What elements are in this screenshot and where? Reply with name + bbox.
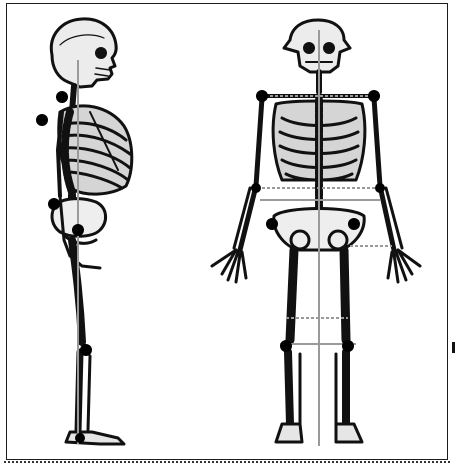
front-left-hand [212,250,246,282]
front-left-femur [290,250,294,340]
marker-side-pelvis [48,198,60,210]
skeleton-side-view [51,19,131,444]
marker-side-neck [56,91,68,103]
marker-front-right-knee [342,340,354,352]
front-left-arm [240,98,262,250]
front-right-foot [336,424,362,442]
marker-side-shoulder [36,114,48,126]
front-right-femur [344,250,346,340]
skeleton-front-view [212,20,420,442]
front-right-hand [388,250,420,282]
side-foot [66,432,124,444]
marker-front-right-shoulder [368,90,380,102]
marker-front-left-elbow [251,183,261,193]
marker-front-right-hip [348,218,360,230]
front-skull [284,20,350,72]
marker-front-left-knee [280,340,292,352]
marker-front-right-elbow [375,183,385,193]
side-skull [51,19,116,87]
marker-front-left-shoulder [256,90,268,102]
front-right-arm [374,98,394,250]
marker-side-knee [80,344,92,356]
marker-side-hip [72,224,84,236]
marker-front-left-hip [266,218,278,230]
marker-side-ankle [75,433,85,443]
front-left-tibia [288,352,290,424]
front-left-foot [276,424,302,442]
